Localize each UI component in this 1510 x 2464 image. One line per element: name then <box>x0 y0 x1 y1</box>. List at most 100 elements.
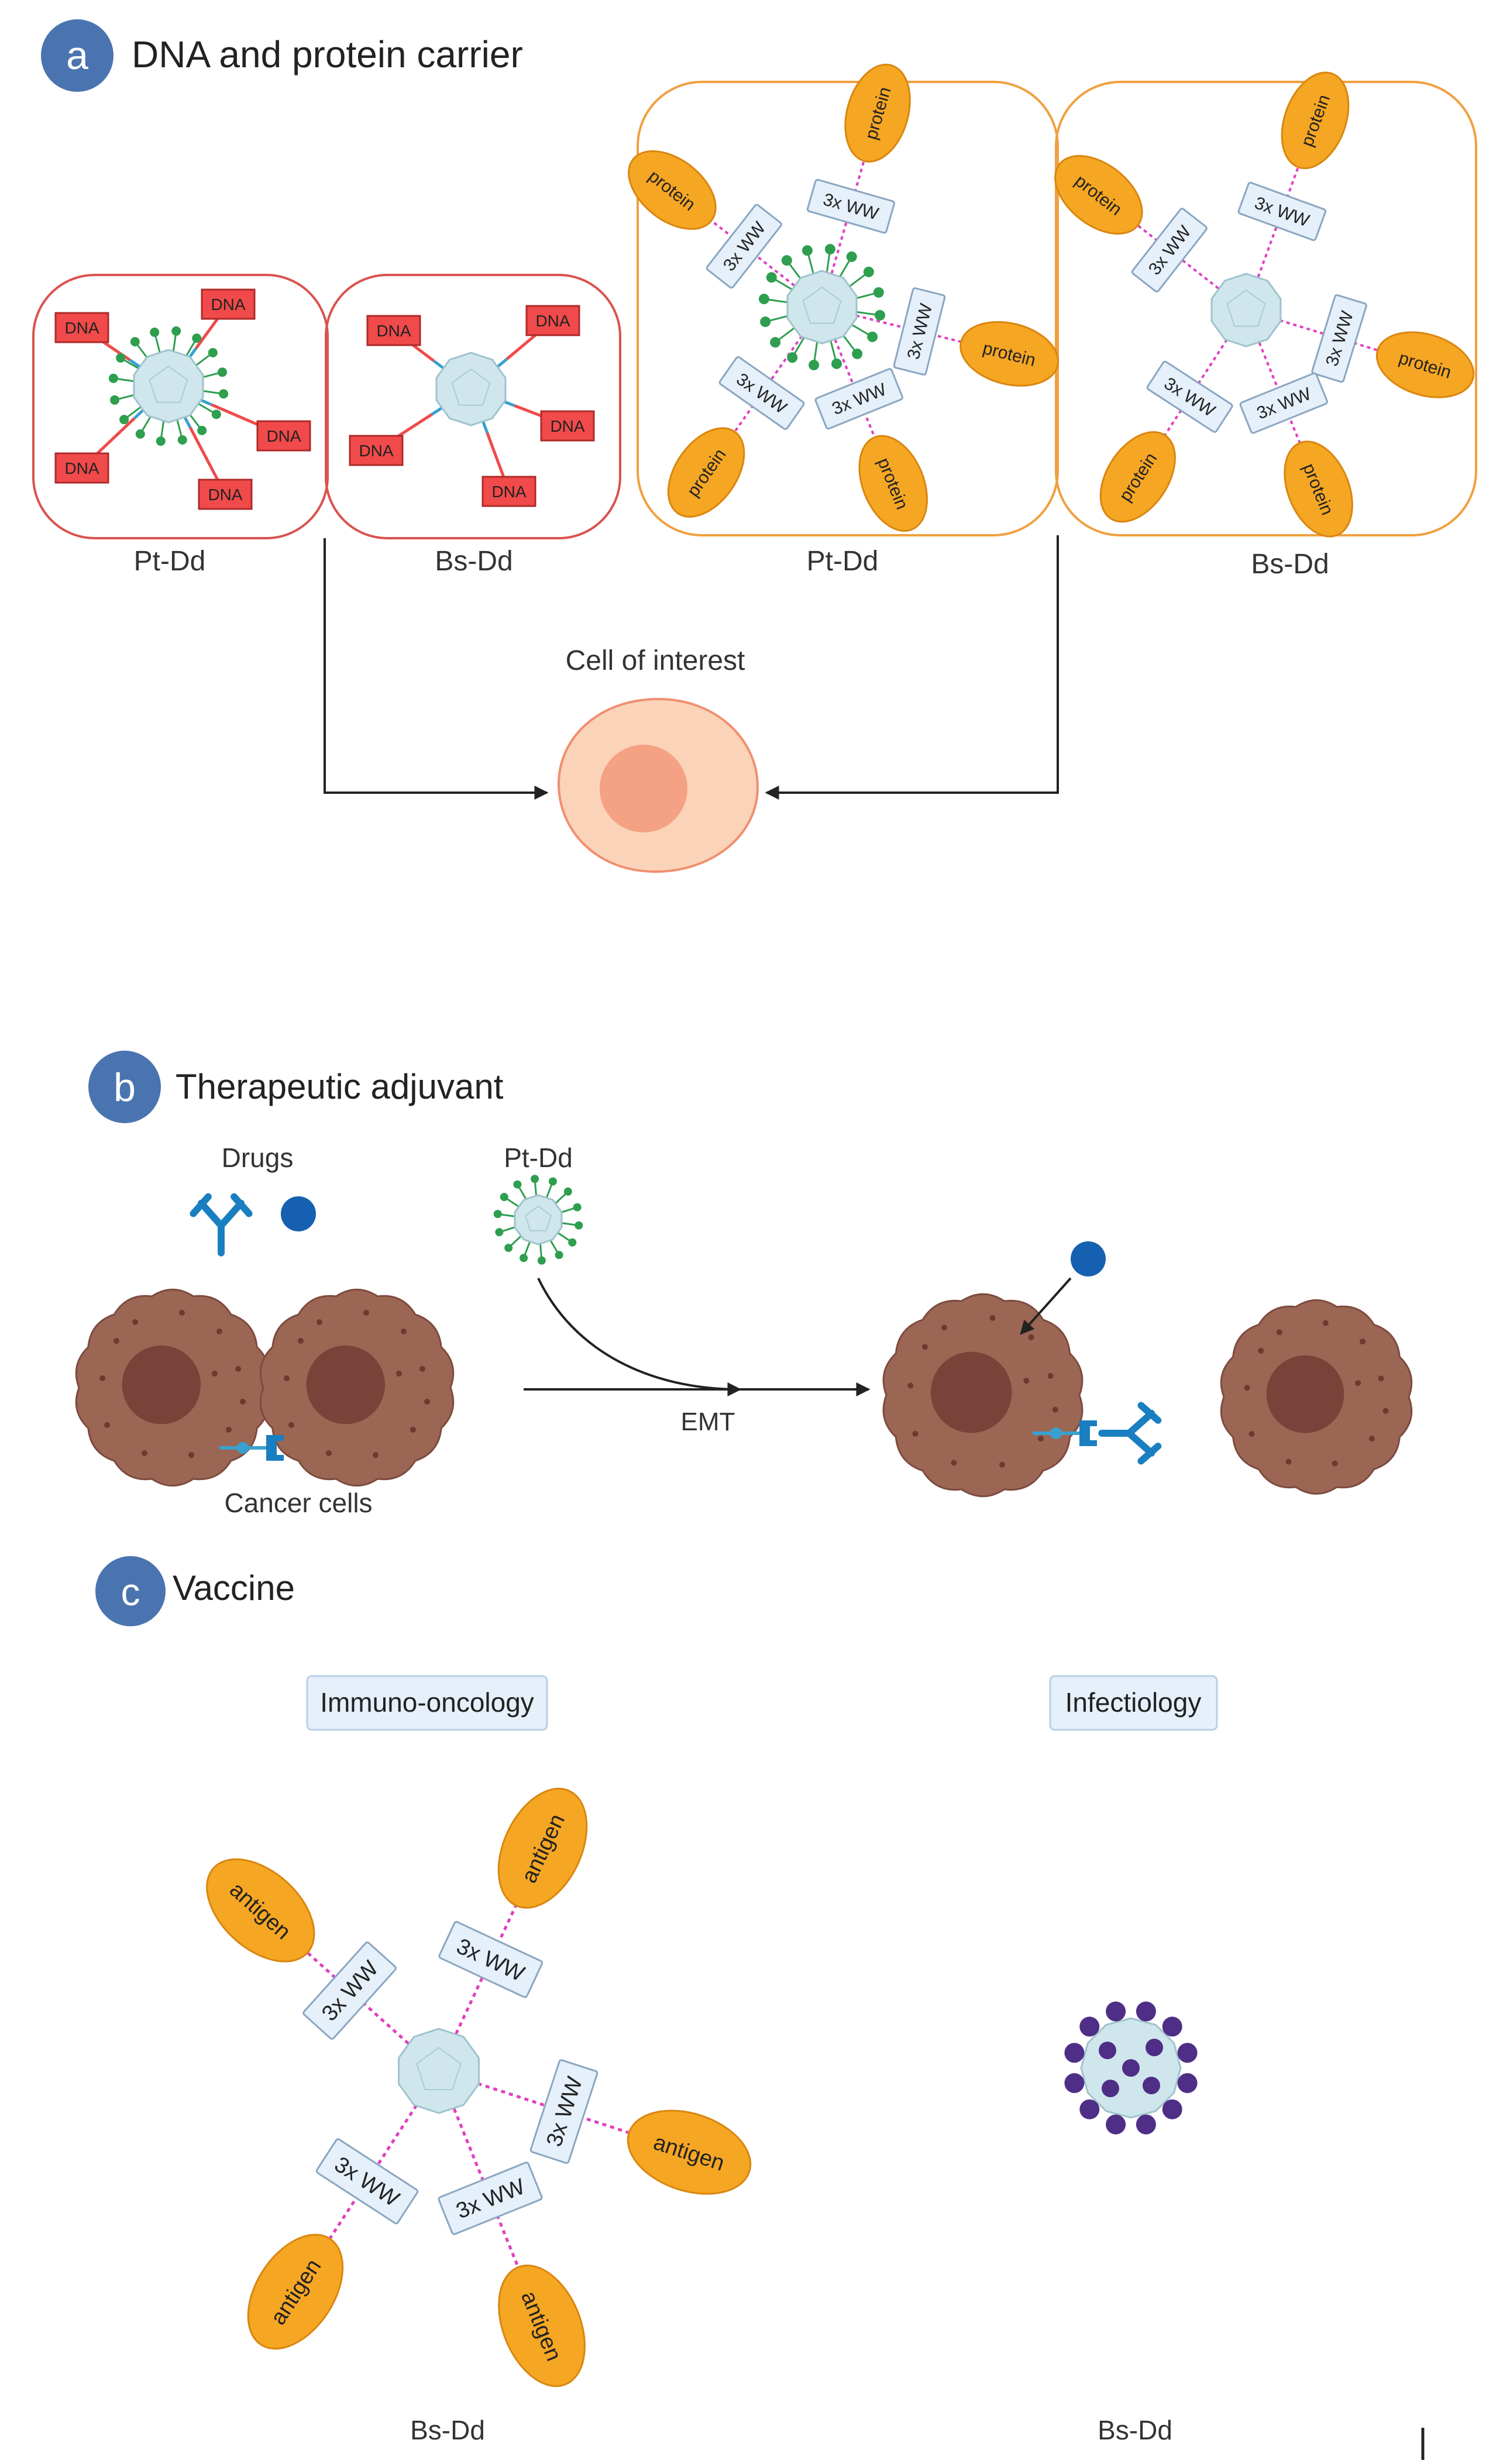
dna-tag-shape <box>54 452 109 484</box>
dna-tag-text: DNA <box>535 312 570 330</box>
dendrimer-facet <box>451 368 491 406</box>
dna-tag: DNA <box>349 435 404 466</box>
cancer-granule <box>113 1338 119 1344</box>
spike-dot <box>760 316 771 328</box>
spike-dot <box>211 409 221 419</box>
cancer-granule <box>104 1422 110 1428</box>
linker-tag-shape <box>438 2162 543 2235</box>
dendrimer-core <box>133 349 204 424</box>
antibody-icon <box>190 1193 253 1257</box>
dna-tag: DNA <box>198 479 253 510</box>
dendrimer-core <box>435 352 507 426</box>
protein-tag-shape <box>1284 441 1353 538</box>
protein-tag-shape <box>858 435 928 532</box>
dendrimer-core <box>1210 273 1282 347</box>
antigen-dot <box>1064 2043 1085 2063</box>
spike-dot <box>500 1193 508 1202</box>
antigen-dot <box>1079 2016 1100 2037</box>
spike-dot <box>520 1254 528 1262</box>
cancer-granule <box>99 1375 105 1381</box>
antibody-arm-left <box>198 1199 225 1229</box>
dna-tag-text: DNA <box>64 319 99 337</box>
linker-tag: 3x WW <box>893 287 946 376</box>
spike-dot <box>156 436 166 446</box>
spike-dot <box>824 243 835 254</box>
panel-a: a DNA and protein carrier DNADNADNADNADN… <box>32 19 1477 873</box>
cancer-nucleus <box>306 1345 385 1424</box>
linker-tag: 3x WW <box>1131 208 1208 292</box>
cancer-granule <box>132 1319 138 1325</box>
antigen-dot-inner <box>1122 2059 1140 2077</box>
spike-dot <box>563 1187 572 1196</box>
cancer-granule <box>1258 1348 1264 1354</box>
spike-dot <box>573 1203 582 1212</box>
spike-dot <box>555 1251 563 1259</box>
protein-tag: protein <box>858 435 928 532</box>
cancer-granule <box>1047 1373 1054 1379</box>
spike-dot <box>781 255 792 266</box>
linker-tag: 3x WW <box>1146 360 1233 433</box>
dna-tag: DNA <box>54 452 109 484</box>
dna-tag-text: DNA <box>376 322 411 340</box>
antigen-dot <box>1177 2073 1198 2093</box>
linker-tag-shape <box>438 1921 544 1998</box>
cancer-granule <box>410 1427 416 1433</box>
bs-dd-left-caption: Bs-Dd <box>410 2415 485 2445</box>
protein-tag: protein <box>1054 155 1143 235</box>
spike-dot <box>513 1180 522 1189</box>
panel-a-badge <box>41 19 113 92</box>
label-bs-dd-1: Bs-Dd <box>435 546 512 577</box>
cancer-granule <box>1382 1407 1389 1414</box>
spike-dot <box>867 331 878 342</box>
cancer-granule <box>1368 1436 1375 1442</box>
cancer-granule <box>1276 1329 1282 1336</box>
cancer-granule <box>1378 1375 1384 1382</box>
spike-dot <box>802 245 813 256</box>
box-pt-dd-dna <box>32 274 329 539</box>
dna-tag-text: DNA <box>64 459 99 477</box>
protein-tag-shape <box>844 63 911 163</box>
antigen-dot <box>1162 2016 1182 2037</box>
antigen-tag-shape <box>627 2109 752 2195</box>
dendrimer-facet <box>149 365 188 403</box>
antigen-tag-shape <box>247 2234 344 2350</box>
spike-dot <box>531 1175 539 1183</box>
cell-nucleus <box>600 745 687 832</box>
cancer-granule <box>907 1382 914 1389</box>
spike-dot <box>150 328 160 338</box>
antibody-tip-right <box>1137 1443 1162 1465</box>
cancer-granule <box>1332 1460 1338 1467</box>
cancer-granule <box>1023 1378 1030 1384</box>
spike-dot <box>575 1221 583 1230</box>
antibody-tip-left <box>1137 1402 1162 1424</box>
cancer-granule <box>424 1399 430 1405</box>
antigen-dot <box>1079 2099 1100 2119</box>
cancer-granule <box>235 1366 241 1372</box>
cancer-nucleus <box>930 1351 1012 1433</box>
protein-tag-shape <box>667 427 745 518</box>
spike-dot <box>208 347 218 357</box>
antibody-bound-icon <box>1098 1402 1162 1465</box>
linker-tag-shape <box>1146 360 1233 433</box>
dendrimer-core <box>786 270 858 345</box>
panel-a-badge-letter: a <box>66 33 88 78</box>
box-pt-dd-protein <box>637 81 1059 536</box>
cancer-granule <box>419 1366 425 1372</box>
cancer-granule <box>240 1399 246 1405</box>
antibody-arm-left <box>1126 1410 1155 1437</box>
antigen-tag-shape <box>497 1788 588 1909</box>
dna-tag-text: DNA <box>266 427 301 445</box>
dna-tag-text: DNA <box>550 417 584 435</box>
dna-tag-shape <box>256 420 311 452</box>
dna-tag: DNA <box>540 410 595 442</box>
antigen-dot-inner <box>1146 2039 1163 2056</box>
linker-tag-shape <box>1131 208 1208 292</box>
linker-tag: 3x WW <box>302 1941 397 2040</box>
cancer-nucleus <box>122 1345 201 1424</box>
cancer-granule <box>1322 1320 1329 1326</box>
linker-tag-shape <box>706 204 782 289</box>
box-bs-dd-protein <box>1055 81 1477 536</box>
